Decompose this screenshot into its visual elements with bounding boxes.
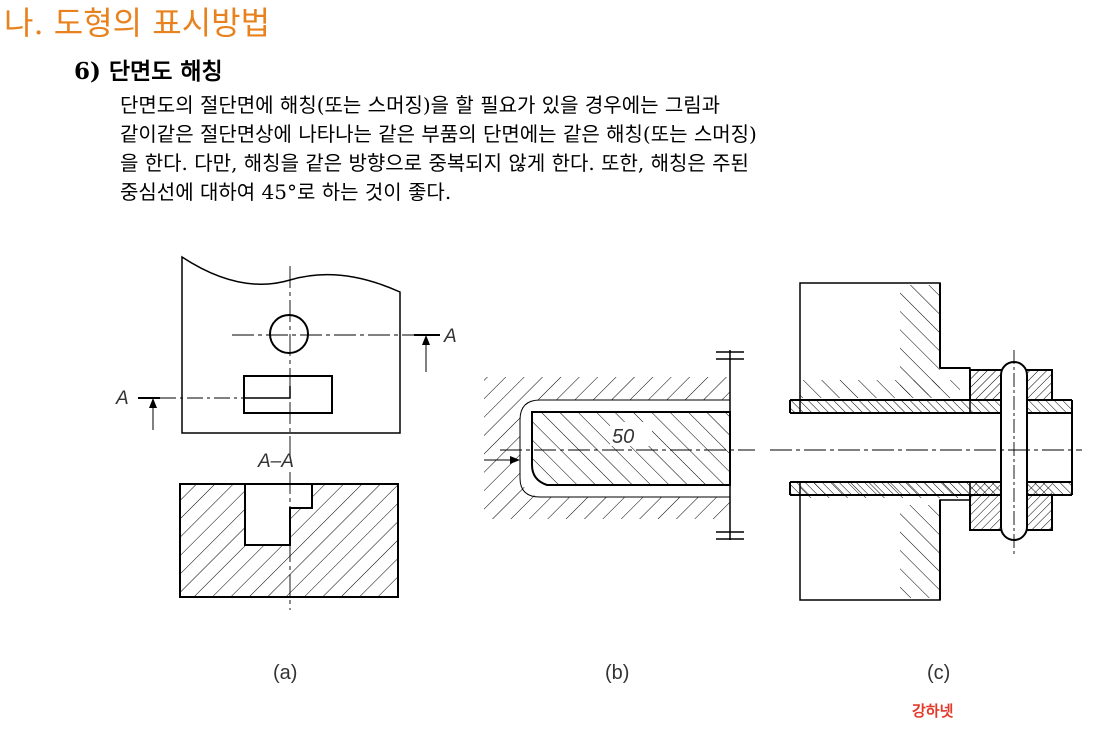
brand-logo: 강하넷 xyxy=(912,702,954,720)
figure-c xyxy=(770,282,1082,601)
caption-b: (b) xyxy=(605,662,630,684)
caption-a: (a) xyxy=(273,662,298,684)
paragraph-line: 단면도의 절단면에 해칭(또는 스머징)을 할 필요가 있을 경우에는 그림과 xyxy=(120,93,721,117)
figure-a: A A A–A xyxy=(115,255,457,610)
figure-b: 50 xyxy=(484,350,755,540)
section-title: A–A xyxy=(257,451,294,472)
hatching-figures: A A A–A 50 xyxy=(115,255,1082,610)
caption-c: (c) xyxy=(927,662,951,684)
body-paragraph: 단면도의 절단면에 해칭(또는 스머징)을 할 필요가 있을 경우에는 그림과 … xyxy=(120,91,1085,207)
section-mark-right: A xyxy=(443,326,457,347)
paragraph-line: 을 한다. 다만, 해칭을 같은 방향으로 중복되지 않게 한다. 또한, 해칭… xyxy=(120,151,749,175)
section-heading: 6) 단면도 해칭 xyxy=(74,58,223,85)
section-mark-left: A xyxy=(115,388,129,409)
page-title: 나. 도형의 표시방법 xyxy=(4,4,271,42)
paragraph-line: 중심선에 대하여 45°로 하는 것이 좋다. xyxy=(120,180,452,204)
paragraph-line: 같이같은 절단면상에 나타나는 같은 부품의 단면에는 같은 해칭(또는 스머징… xyxy=(120,122,757,146)
dimension-label: 50 xyxy=(612,426,634,448)
